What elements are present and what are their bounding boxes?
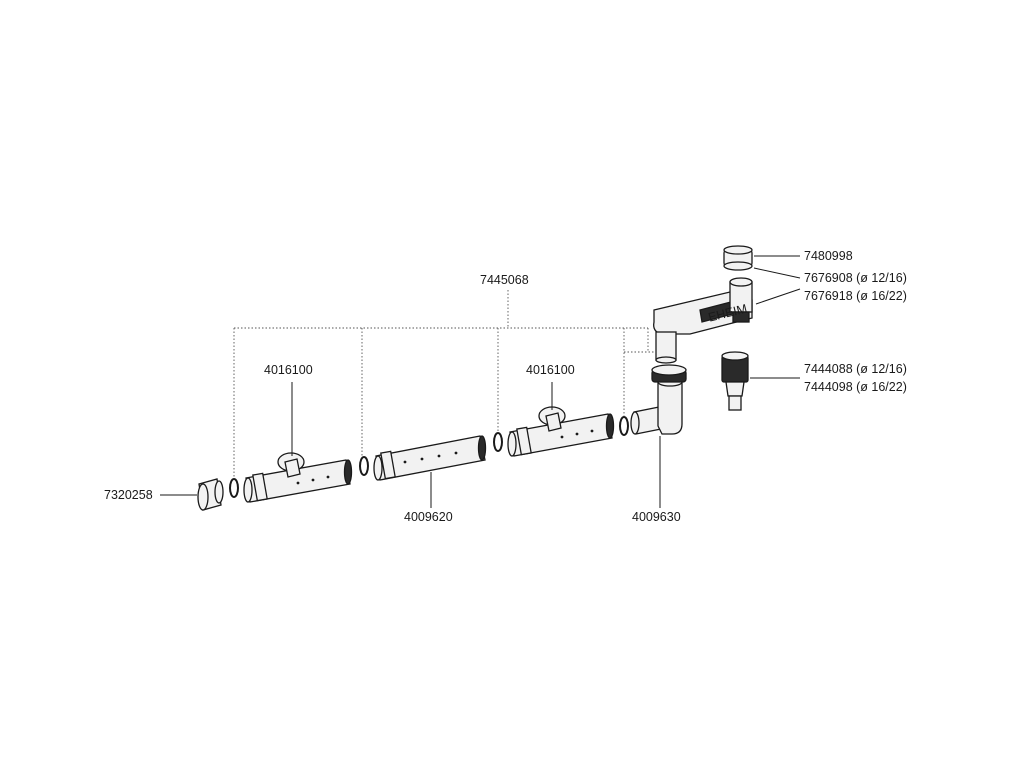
- spray-tee-right-part: [507, 406, 615, 457]
- hose-connector-part: [721, 351, 749, 411]
- label-outlet-16-22: 7676918 (ø 16/22): [804, 289, 907, 303]
- label-hose-connector-12-16: 7444088 (ø 12/16): [804, 362, 907, 376]
- label-outlet-12-16: 7676908 (ø 12/16): [804, 271, 907, 285]
- label-spray-tee-left: 4016100: [264, 363, 313, 377]
- o-ring-4: [619, 416, 629, 436]
- spray-tee-left-part: [243, 452, 353, 503]
- label-cap: 7480998: [804, 249, 853, 263]
- label-spray-pipe: 4009620: [404, 510, 453, 524]
- assembly-bracket: [233, 290, 664, 482]
- cap-part: [723, 245, 753, 271]
- end-cap-part: [197, 478, 224, 511]
- outlet-arm-part: [653, 277, 753, 364]
- label-assembly-set: 7445068: [480, 273, 529, 287]
- o-ring-3: [493, 432, 503, 452]
- spray-pipe-part: [373, 435, 487, 481]
- o-ring-1: [229, 478, 239, 498]
- label-elbow: 4009630: [632, 510, 681, 524]
- label-hose-connector-16-22: 7444098 (ø 16/22): [804, 380, 907, 394]
- label-end-cap: 7320258: [104, 488, 153, 502]
- o-ring-2: [359, 456, 369, 476]
- elbow-part: [630, 364, 687, 435]
- label-spray-tee-right: 4016100: [526, 363, 575, 377]
